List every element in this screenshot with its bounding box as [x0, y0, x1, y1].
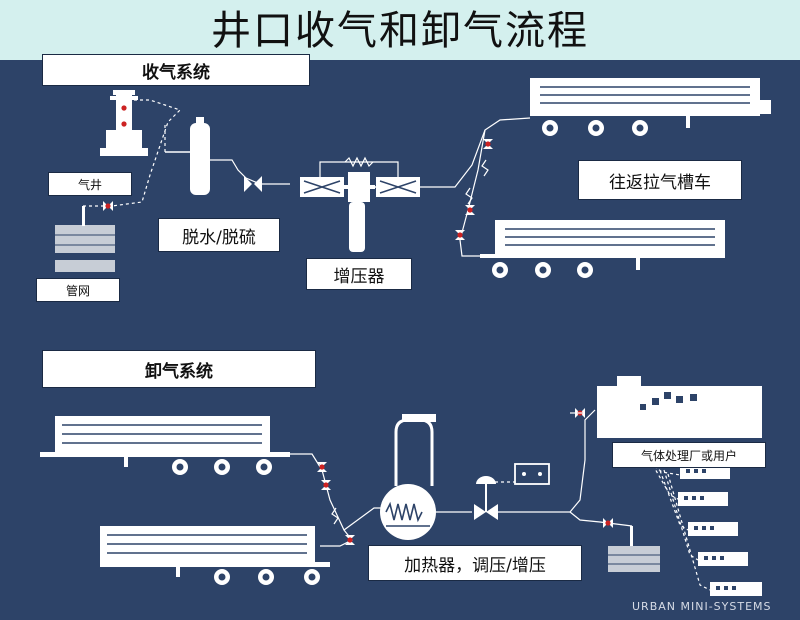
tube-trailer-top	[530, 78, 771, 136]
tube-trailer-unload-b	[100, 526, 330, 585]
diagram-panel: 收气系统 气井 管网 脱水/脱硫 增压器 往返拉气槽车 卸气系统 加热器，调压/…	[0, 54, 800, 620]
label-plant-user: 气体处理厂或用户	[612, 442, 766, 468]
brand-footer: URBAN MINI-SYSTEMS	[632, 600, 772, 613]
pipe-network-block-unload	[608, 526, 660, 572]
flow-diagram	[40, 78, 771, 596]
user-buildings	[678, 465, 762, 596]
label-gas-well: 气井	[48, 172, 132, 196]
heater-unit	[380, 414, 436, 540]
processing-plant	[597, 376, 762, 438]
label-heater: 加热器，调压/增压	[368, 545, 582, 581]
pipe-network-block	[55, 206, 115, 272]
tube-trailer-unload-a	[40, 416, 290, 475]
regulator-valve	[474, 476, 498, 520]
label-pipe-network: 管网	[36, 278, 120, 302]
dehydrator-column	[190, 117, 210, 195]
compressor-unit	[300, 156, 420, 252]
unloading-system-header: 卸气系统	[42, 350, 316, 388]
receiving-system-header: 收气系统	[42, 54, 310, 86]
label-compressor: 增压器	[306, 258, 412, 290]
gas-wellhead	[100, 90, 148, 156]
label-dehydration: 脱水/脱硫	[158, 218, 280, 252]
tube-trailer-middle	[480, 220, 725, 278]
label-tube-trailer: 往返拉气槽车	[578, 160, 742, 200]
page-title: 井口收气和卸气流程	[211, 8, 589, 54]
